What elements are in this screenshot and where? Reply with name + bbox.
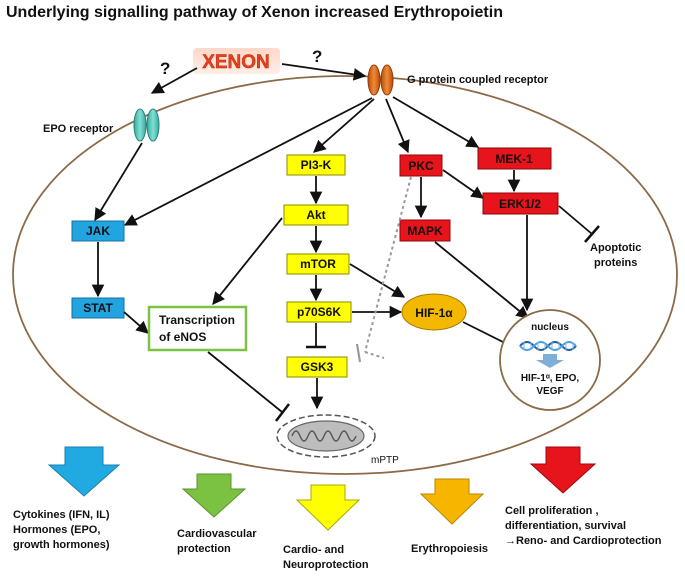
inhibit-bar-gsk3-dotted bbox=[355, 343, 362, 363]
xenon-glow bbox=[193, 48, 280, 74]
mtor-label: mTOR bbox=[300, 257, 336, 271]
gsk3-label: GSK3 bbox=[301, 360, 334, 374]
stat-box bbox=[71, 297, 125, 319]
mitochondrion-icon bbox=[276, 414, 376, 458]
outcome-cardiovascular-line1: Cardiovascular bbox=[177, 528, 257, 540]
arrow-gpcr-to-pi3k bbox=[313, 98, 375, 153]
outcome-erythropoiesis-line1: Erythropoiesis bbox=[411, 543, 488, 555]
nucleus-output-line1: HIF-1ᵅ, EPO, bbox=[521, 373, 580, 384]
outcome-cardiovascular-line2: protection bbox=[177, 543, 231, 555]
inhibit-erk-to-apoptotic bbox=[558, 205, 593, 235]
mapk-box bbox=[399, 219, 451, 242]
gpcr-label: G protein coupled receptor bbox=[407, 74, 549, 86]
epo-receptor-label: EPO receptor bbox=[43, 123, 114, 135]
cell-membrane bbox=[12, 75, 678, 475]
diagram-title: Underlying signalling pathway of Xenon i… bbox=[6, 4, 503, 21]
arrow-mtor-to-hif bbox=[349, 263, 406, 298]
outcome-cardio-neuro-line1: Cardio- and bbox=[283, 544, 344, 556]
dna-icon bbox=[519, 341, 577, 351]
outcome-arrow-cardio-neuro bbox=[295, 484, 361, 531]
mapk-label: MAPK bbox=[407, 224, 443, 238]
outcome-cytokines-line1: Cytokines (IFN, IL) bbox=[13, 509, 110, 521]
enos-label-line1: Transcription bbox=[159, 313, 235, 327]
question-mark-left: ? bbox=[160, 59, 170, 78]
gpcr-icon bbox=[367, 64, 394, 96]
erk-box bbox=[482, 192, 559, 215]
pi3k-box bbox=[286, 154, 346, 176]
arrow-akt-to-enos bbox=[212, 217, 283, 305]
outcome-arrow-erythropoiesis bbox=[419, 478, 485, 525]
inhibit-bar-apoptotic bbox=[584, 225, 600, 243]
arrow-stat-to-enos bbox=[123, 311, 149, 334]
enos-box bbox=[147, 305, 248, 352]
arrow-gpcr-to-pkc bbox=[385, 98, 410, 154]
nucleus-label: nucleus bbox=[531, 322, 569, 333]
outcome-proliferation-line3: →Reno- and Cardioprotection bbox=[505, 535, 662, 547]
enos-label-line2: of eNOS bbox=[159, 330, 206, 344]
apoptotic-label-line2: proteins bbox=[594, 257, 637, 269]
akt-box bbox=[283, 204, 349, 226]
stat-label: STAT bbox=[83, 301, 113, 315]
inhibit-bar-mptp bbox=[275, 403, 290, 422]
outcome-arrow-cytokines bbox=[47, 446, 121, 497]
nucleus-arrow-icon bbox=[536, 354, 564, 368]
apoptotic-label-line1: Apoptotic bbox=[590, 242, 641, 254]
dotted-to-gsk3-end bbox=[364, 351, 385, 359]
arrow-epo-to-jak bbox=[94, 142, 143, 222]
arrow-mapk-to-nucleus bbox=[434, 241, 529, 319]
outcome-cytokines-line3: growth hormones) bbox=[13, 539, 110, 551]
outcome-cytokines-line2: Hormones (EPO, bbox=[13, 524, 100, 536]
arrow-pkc-to-erk bbox=[442, 169, 485, 199]
dotted-pkc-to-gsk3 bbox=[364, 176, 412, 353]
outcome-arrow-proliferation bbox=[529, 446, 597, 494]
hif-ellipse bbox=[401, 293, 467, 331]
inhibit-enos-to-mptp bbox=[207, 351, 283, 413]
epo-receptor-icon bbox=[133, 108, 160, 142]
outcome-cardio-neuro-line2: Neuroprotection bbox=[283, 559, 369, 571]
p70s6k-box bbox=[286, 301, 352, 323]
mek1-box bbox=[477, 147, 552, 170]
arrow-gpcr-to-jak bbox=[123, 97, 373, 226]
outcome-proliferation-line2: differentiation, survival bbox=[505, 520, 626, 532]
arrow-gpcr-to-mek1 bbox=[392, 96, 480, 148]
outcome-proliferation-line1: Cell proliferation , bbox=[505, 505, 599, 517]
p70s6k-label: p70S6K bbox=[297, 305, 341, 319]
mek1-label: MEK-1 bbox=[495, 152, 533, 166]
jak-box bbox=[71, 220, 125, 242]
mtor-box bbox=[286, 253, 350, 275]
mptp-label: mPTP bbox=[371, 455, 399, 466]
akt-label: Akt bbox=[306, 208, 325, 222]
question-mark-right: ? bbox=[312, 47, 322, 66]
hif-label: HIF-1α bbox=[415, 306, 453, 320]
pkc-box bbox=[399, 154, 443, 177]
outcome-arrow-cardiovascular bbox=[181, 473, 247, 518]
pi3k-label: PI3-K bbox=[301, 158, 332, 172]
jak-label: JAK bbox=[86, 224, 110, 238]
arrow-xenon-to-gpcr bbox=[281, 63, 367, 81]
pkc-label: PKC bbox=[408, 159, 434, 173]
nucleus-output-line2: VEGF bbox=[536, 386, 563, 397]
xenon-label: XENON bbox=[202, 52, 270, 73]
gsk3-box bbox=[286, 356, 348, 378]
erk-label: ERK1/2 bbox=[499, 197, 541, 211]
arrow-xenon-to-epo-receptor bbox=[150, 67, 198, 94]
